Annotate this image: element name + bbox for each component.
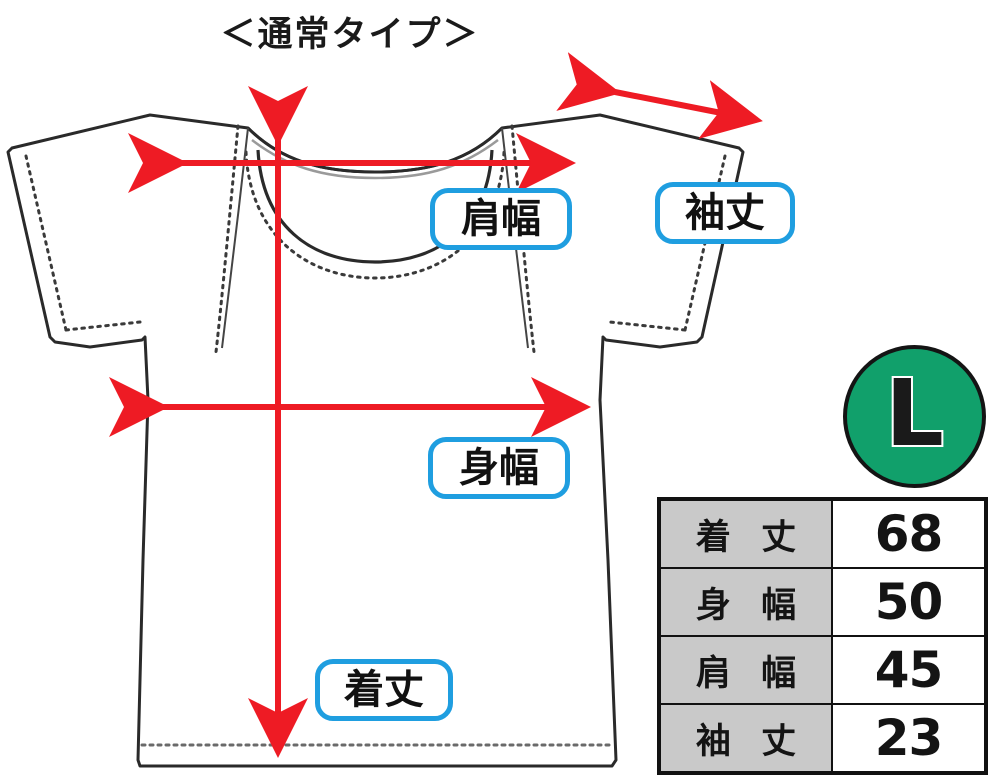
table-row: 着 丈 68 xyxy=(658,498,987,569)
table-row-value: 68 xyxy=(831,498,987,569)
table-row-label: 身 幅 xyxy=(658,567,833,637)
callout-sleeve-length-label: 袖丈 xyxy=(685,190,765,236)
sleeve-length-arrow xyxy=(556,52,763,139)
table-row-value: 50 xyxy=(831,567,987,637)
page-title: ＜通常タイプ＞ xyxy=(220,15,480,55)
size-badge: L xyxy=(843,345,986,488)
size-table: 着 丈 68 身 幅 50 肩 幅 45 袖 丈 23 xyxy=(657,497,988,775)
callout-body-width: 身幅 xyxy=(428,437,570,499)
callout-body-length: 着丈 xyxy=(315,659,453,721)
callout-shoulder-width: 肩幅 xyxy=(430,188,572,250)
table-row-label: 肩 幅 xyxy=(658,635,833,705)
size-badge-label: L xyxy=(883,359,946,467)
table-row-value: 45 xyxy=(831,635,987,705)
callout-shoulder-width-label: 肩幅 xyxy=(461,196,541,242)
table-row: 身 幅 50 xyxy=(658,567,987,637)
callout-body-length-label: 着丈 xyxy=(344,667,424,713)
callout-sleeve-length: 袖丈 xyxy=(655,182,795,244)
table-row-label: 袖 丈 xyxy=(658,703,833,774)
table-row-label: 着 丈 xyxy=(658,498,833,569)
table-row-value: 23 xyxy=(831,703,987,774)
callout-body-width-label: 身幅 xyxy=(459,445,539,491)
table-row: 袖 丈 23 xyxy=(658,703,987,774)
table-row: 肩 幅 45 xyxy=(658,635,987,705)
